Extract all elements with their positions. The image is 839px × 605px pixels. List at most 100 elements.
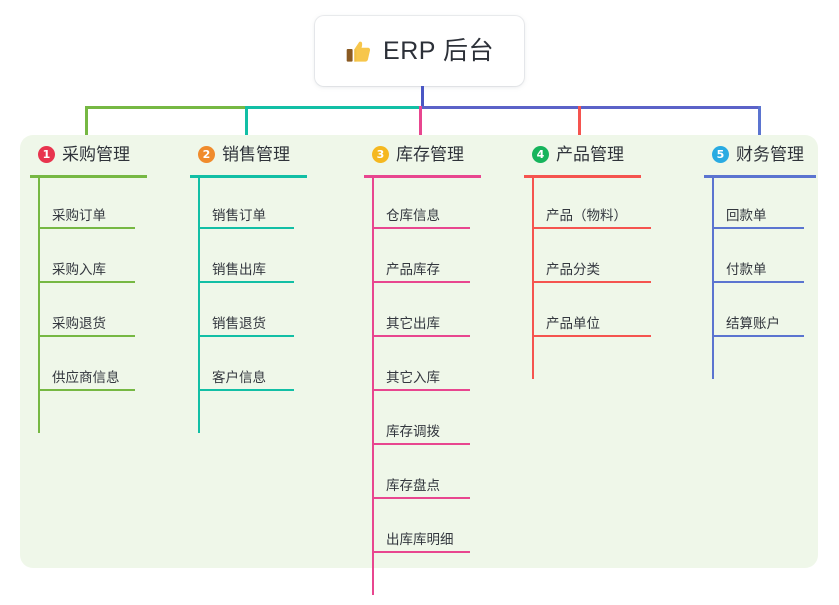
column-item-label: 产品（物料） bbox=[546, 207, 627, 223]
column-item[interactable]: 客户信息 bbox=[190, 349, 306, 391]
column-item[interactable]: 采购入库 bbox=[30, 241, 147, 283]
connector-bar-teal bbox=[246, 106, 422, 109]
column-item-label: 其它出库 bbox=[386, 315, 440, 331]
column-item-rule bbox=[38, 335, 135, 337]
column-item[interactable]: 其它入库 bbox=[364, 349, 482, 391]
column-item-label: 供应商信息 bbox=[52, 369, 120, 385]
column-header-rule bbox=[364, 175, 481, 178]
column-item[interactable]: 付款单 bbox=[704, 241, 816, 283]
column-trunk-line bbox=[198, 177, 200, 433]
column-item-label: 结算账户 bbox=[726, 315, 780, 331]
column-header-3[interactable]: 3 库存管理 bbox=[372, 146, 464, 163]
connector-bar-blue bbox=[420, 106, 760, 109]
column-item-rule bbox=[372, 497, 470, 499]
column-item[interactable]: 采购订单 bbox=[30, 187, 147, 229]
column-item-label: 产品单位 bbox=[546, 315, 600, 331]
column-item-label: 销售退货 bbox=[212, 315, 266, 331]
column-item[interactable]: 供应商信息 bbox=[30, 349, 147, 391]
connector-drop-4 bbox=[578, 106, 581, 138]
column-item-label: 采购入库 bbox=[52, 261, 106, 277]
column-header-1[interactable]: 1 采购管理 bbox=[38, 146, 130, 163]
column-title: 库存管理 bbox=[396, 145, 464, 164]
column-item-rule bbox=[38, 281, 135, 283]
column-badge-icon: 2 bbox=[198, 146, 215, 163]
column-header-rule bbox=[704, 175, 816, 178]
column-item-rule bbox=[38, 227, 135, 229]
column-badge-icon: 3 bbox=[372, 146, 389, 163]
column-item-rule bbox=[372, 389, 470, 391]
column-4: 4 产品管理产品（物料） 产品分类产品单位 bbox=[524, 135, 681, 389]
column-item-label: 采购订单 bbox=[52, 207, 106, 223]
column-header-2[interactable]: 2 销售管理 bbox=[198, 146, 290, 163]
column-badge-icon: 1 bbox=[38, 146, 55, 163]
column-trunk-line bbox=[532, 177, 534, 379]
column-item[interactable]: 销售退货 bbox=[190, 295, 306, 337]
column-item-label: 付款单 bbox=[726, 261, 767, 277]
column-item-label: 回款单 bbox=[726, 207, 767, 223]
connector-drop-3 bbox=[419, 106, 422, 138]
column-item-rule bbox=[372, 281, 470, 283]
column-item-rule bbox=[372, 335, 470, 337]
column-item-rule bbox=[532, 227, 651, 229]
column-item-label: 出库库明细 bbox=[386, 531, 454, 547]
column-badge-icon: 4 bbox=[532, 146, 549, 163]
column-item[interactable]: 产品库存 bbox=[364, 241, 482, 283]
column-item[interactable]: 结算账户 bbox=[704, 295, 816, 337]
column-2: 2 销售管理销售订单销售出库销售退货客户信息 bbox=[190, 135, 347, 443]
column-item[interactable]: 出库库明细 bbox=[364, 511, 482, 553]
column-item-rule bbox=[532, 281, 651, 283]
column-item-label: 库存调拨 bbox=[386, 423, 440, 439]
column-3: 3 库存管理仓库信息产品库存其它出库其它入库库存调拨库存盘点出库库明细 bbox=[364, 135, 521, 605]
column-item[interactable]: 产品单位 bbox=[524, 295, 663, 337]
column-item-rule bbox=[198, 335, 294, 337]
connector-drop-5 bbox=[758, 106, 761, 138]
column-item-label: 库存盘点 bbox=[386, 477, 440, 493]
column-item-rule bbox=[372, 227, 470, 229]
column-item[interactable]: 库存调拨 bbox=[364, 403, 482, 445]
diagram-panel: 1 采购管理采购订单采购入库采购退货供应商信息 2 销售管理销售订单销售出库销售退货客… bbox=[20, 135, 818, 595]
column-1: 1 采购管理采购订单采购入库采购退货供应商信息 bbox=[30, 135, 187, 443]
column-title: 销售管理 bbox=[222, 145, 290, 164]
column-item-rule bbox=[198, 227, 294, 229]
column-item-rule bbox=[712, 281, 804, 283]
column-trunk-line bbox=[712, 177, 714, 379]
column-item-label: 产品分类 bbox=[546, 261, 600, 277]
column-item[interactable]: 其它出库 bbox=[364, 295, 482, 337]
column-item-rule bbox=[198, 281, 294, 283]
column-item-rule bbox=[372, 443, 470, 445]
column-header-rule bbox=[30, 175, 147, 178]
root-node[interactable]: ERP 后台 bbox=[315, 16, 524, 86]
column-item[interactable]: 销售出库 bbox=[190, 241, 306, 283]
column-item-rule bbox=[198, 389, 294, 391]
column-item-label: 客户信息 bbox=[212, 369, 266, 385]
connector-root-stem bbox=[421, 86, 424, 109]
column-item[interactable]: 销售订单 bbox=[190, 187, 306, 229]
diagram-canvas: ERP 后台 1 采购管理采购订单采购入库采购退货供应商信息 2 销售管理销售订单销售… bbox=[20, 16, 818, 595]
column-item[interactable]: 库存盘点 bbox=[364, 457, 482, 499]
column-item-label: 销售出库 bbox=[212, 261, 266, 277]
column-trunk-line bbox=[372, 177, 374, 595]
column-trunk-line bbox=[38, 177, 40, 433]
column-item-rule bbox=[712, 335, 804, 337]
connector-drop-2 bbox=[245, 106, 248, 138]
column-item[interactable]: 回款单 bbox=[704, 187, 816, 229]
column-item[interactable]: 采购退货 bbox=[30, 295, 147, 337]
column-title: 产品管理 bbox=[556, 145, 624, 164]
column-item-label: 采购退货 bbox=[52, 315, 106, 331]
column-item[interactable]: 仓库信息 bbox=[364, 187, 482, 229]
column-item[interactable]: 产品（物料） bbox=[524, 187, 663, 229]
column-badge-icon: 5 bbox=[712, 146, 729, 163]
column-item-label: 其它入库 bbox=[386, 369, 440, 385]
thumbs-up-icon bbox=[346, 41, 371, 62]
column-title: 采购管理 bbox=[62, 145, 130, 164]
column-item-rule bbox=[372, 551, 470, 553]
column-item-label: 销售订单 bbox=[212, 207, 266, 223]
column-item[interactable]: 产品分类 bbox=[524, 241, 663, 283]
column-header-rule bbox=[190, 175, 307, 178]
column-item-rule bbox=[532, 335, 651, 337]
column-item-rule bbox=[712, 227, 804, 229]
column-header-4[interactable]: 4 产品管理 bbox=[532, 146, 624, 163]
connector-drop-1 bbox=[85, 106, 88, 138]
